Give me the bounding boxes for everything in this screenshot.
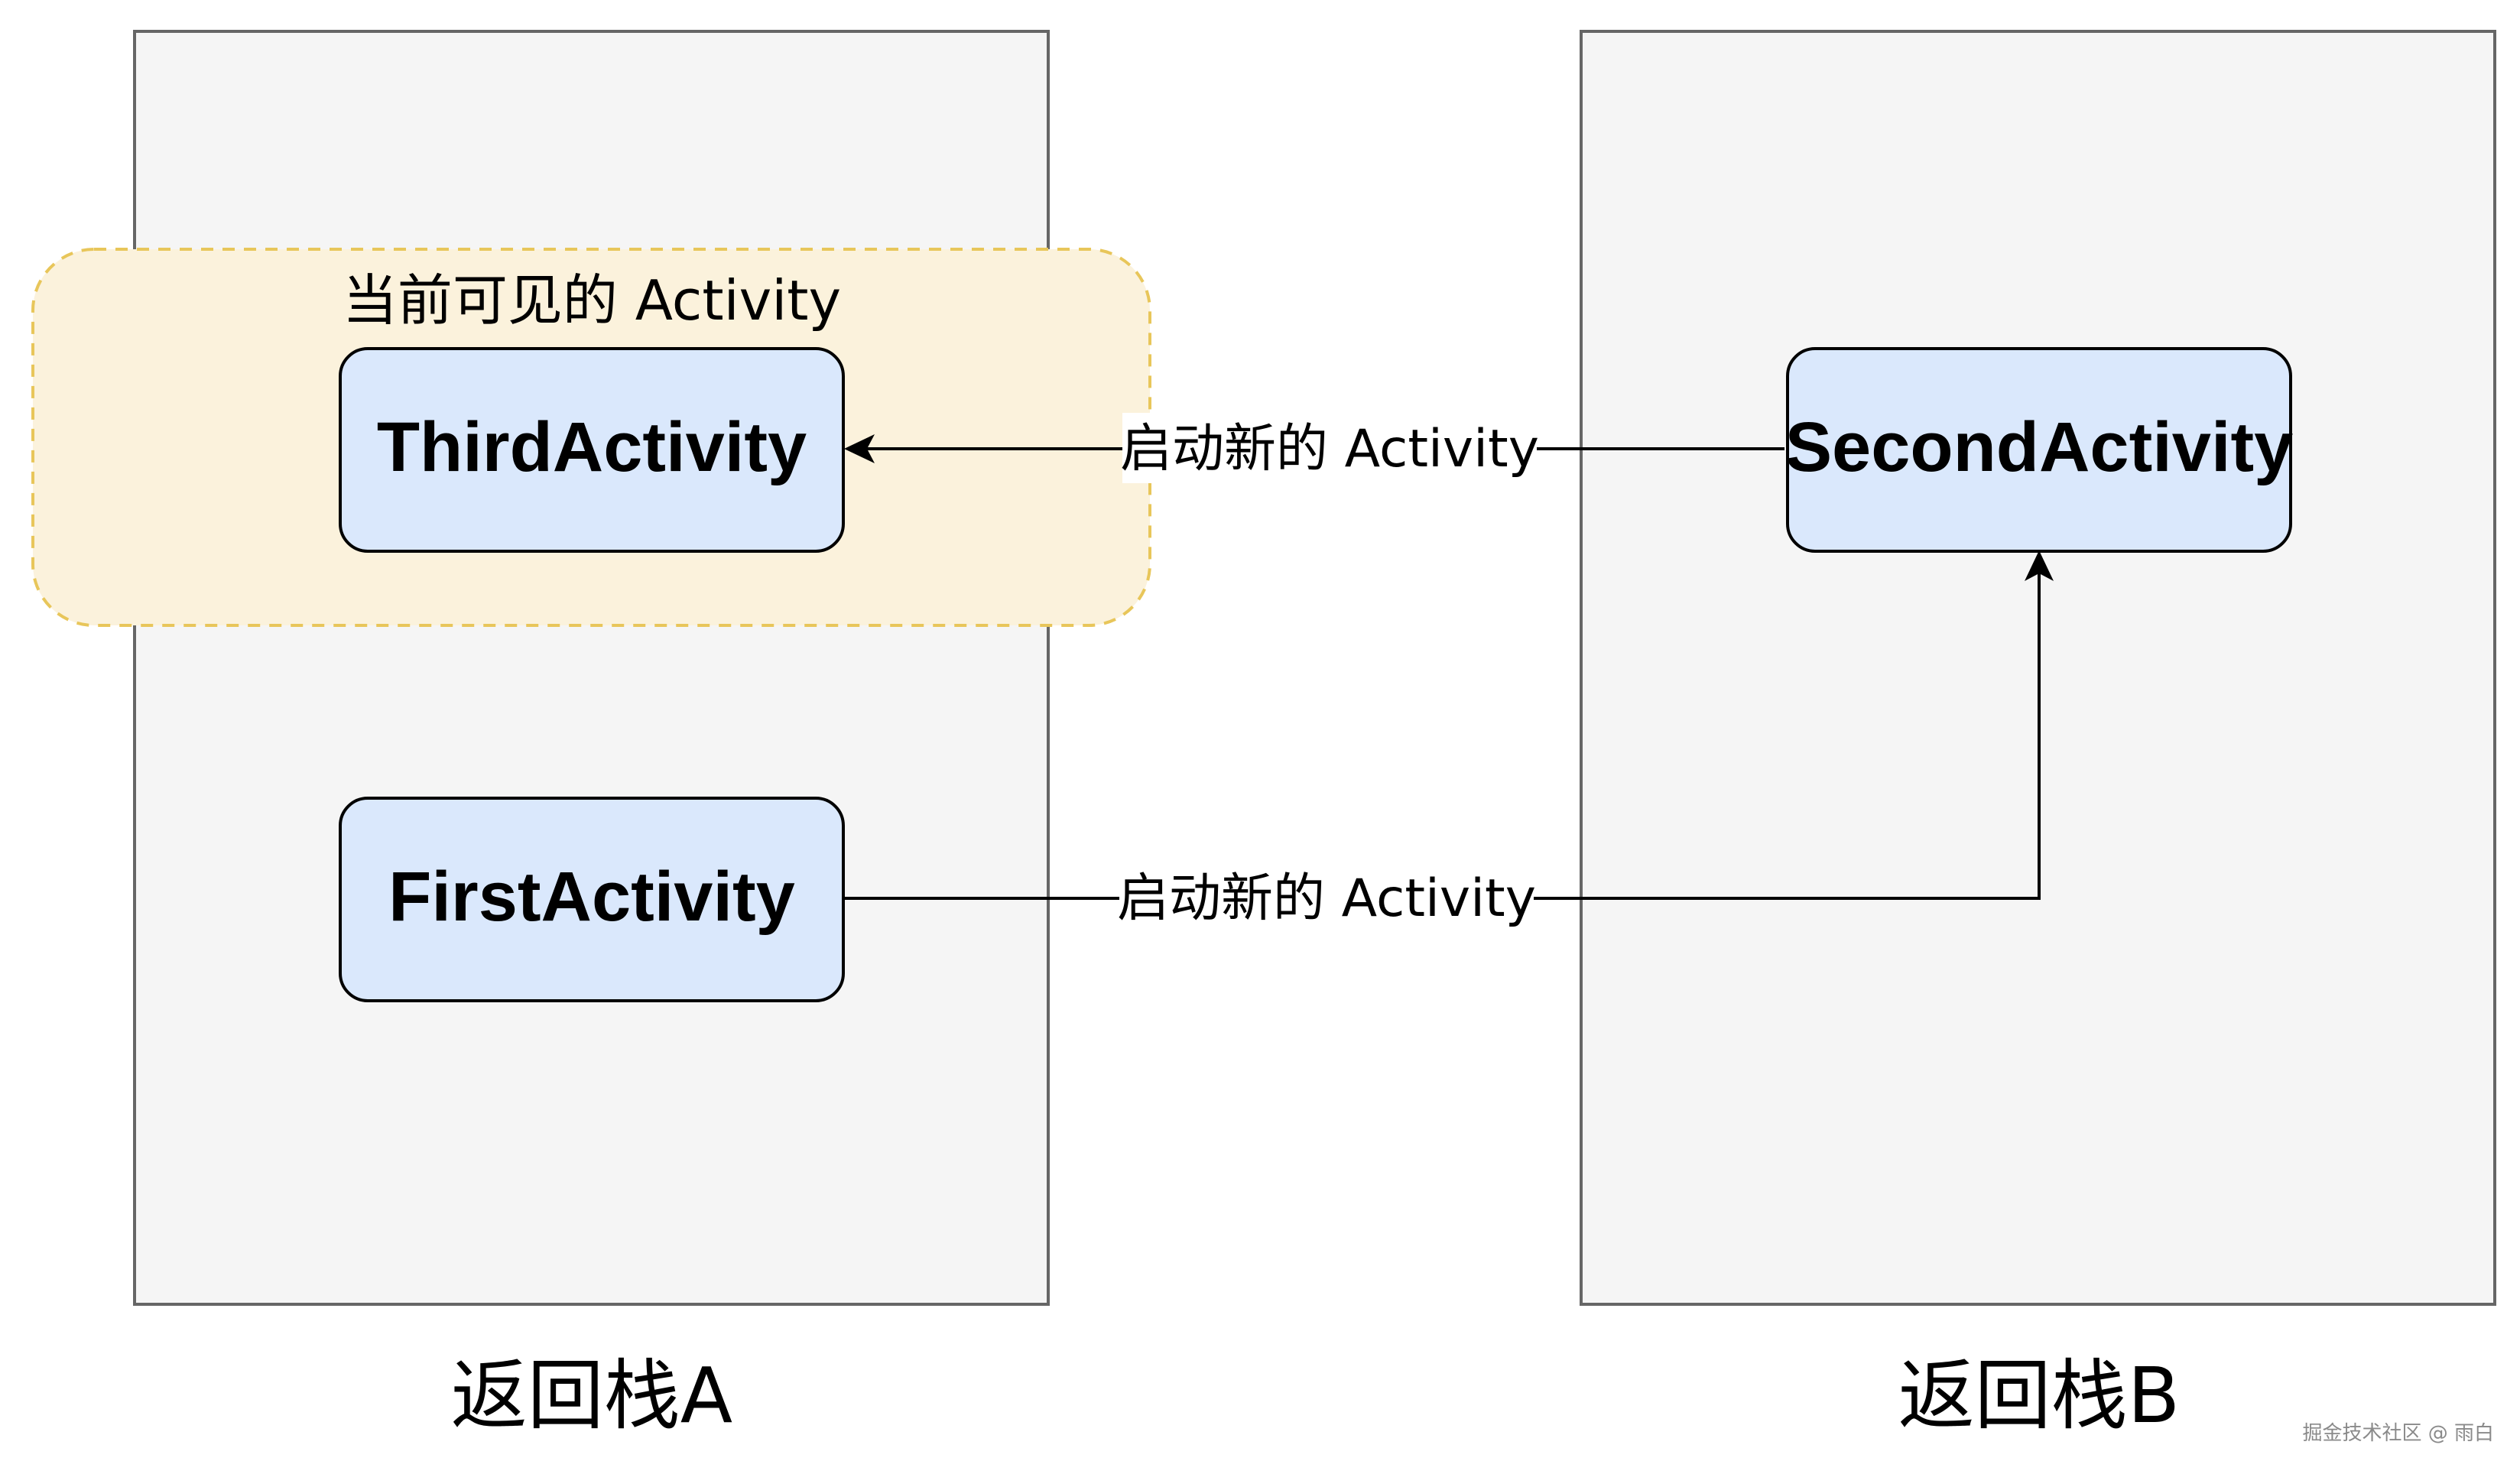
edge-first-to-second-label: 启动新的 Activity [1117,868,1536,929]
edge-first-to-second-label-bg [1119,862,1534,933]
node-first-activity: FirstActivity [339,797,845,1002]
node-first-activity-box [339,797,845,1002]
node-first-activity-label: FirstActivity [388,858,795,936]
back-stack-a-container [133,30,1050,1306]
edge-second-to-third-label: 启动新的 Activity [1120,419,1539,479]
watermark-text: 掘金技术社区 @ 雨白 [2302,1422,2494,1445]
node-second-activity-label: SecondActivity [1785,408,2294,486]
node-third-activity-label: ThirdActivity [377,408,807,486]
node-second-activity: SecondActivity [1785,347,2294,553]
back-stack-a-label: 返回栈A [451,1351,732,1440]
node-third-activity: ThirdActivity [339,347,845,553]
visible-activity-label: 当前可见的 Activity [343,268,841,333]
node-second-activity-box [1786,347,2292,553]
edge-first-to-second: 启动新的 Activity [844,550,2054,933]
edge-second-to-third-arrowhead [844,434,875,463]
node-third-activity-box [339,347,845,553]
edge-first-to-second-arrowhead [2025,550,2054,581]
edge-second-to-third: 启动新的 Activity [844,413,1784,483]
edge-second-to-third-label-bg [1122,413,1537,483]
back-stack-b-label: 返回栈B [1898,1351,2181,1440]
